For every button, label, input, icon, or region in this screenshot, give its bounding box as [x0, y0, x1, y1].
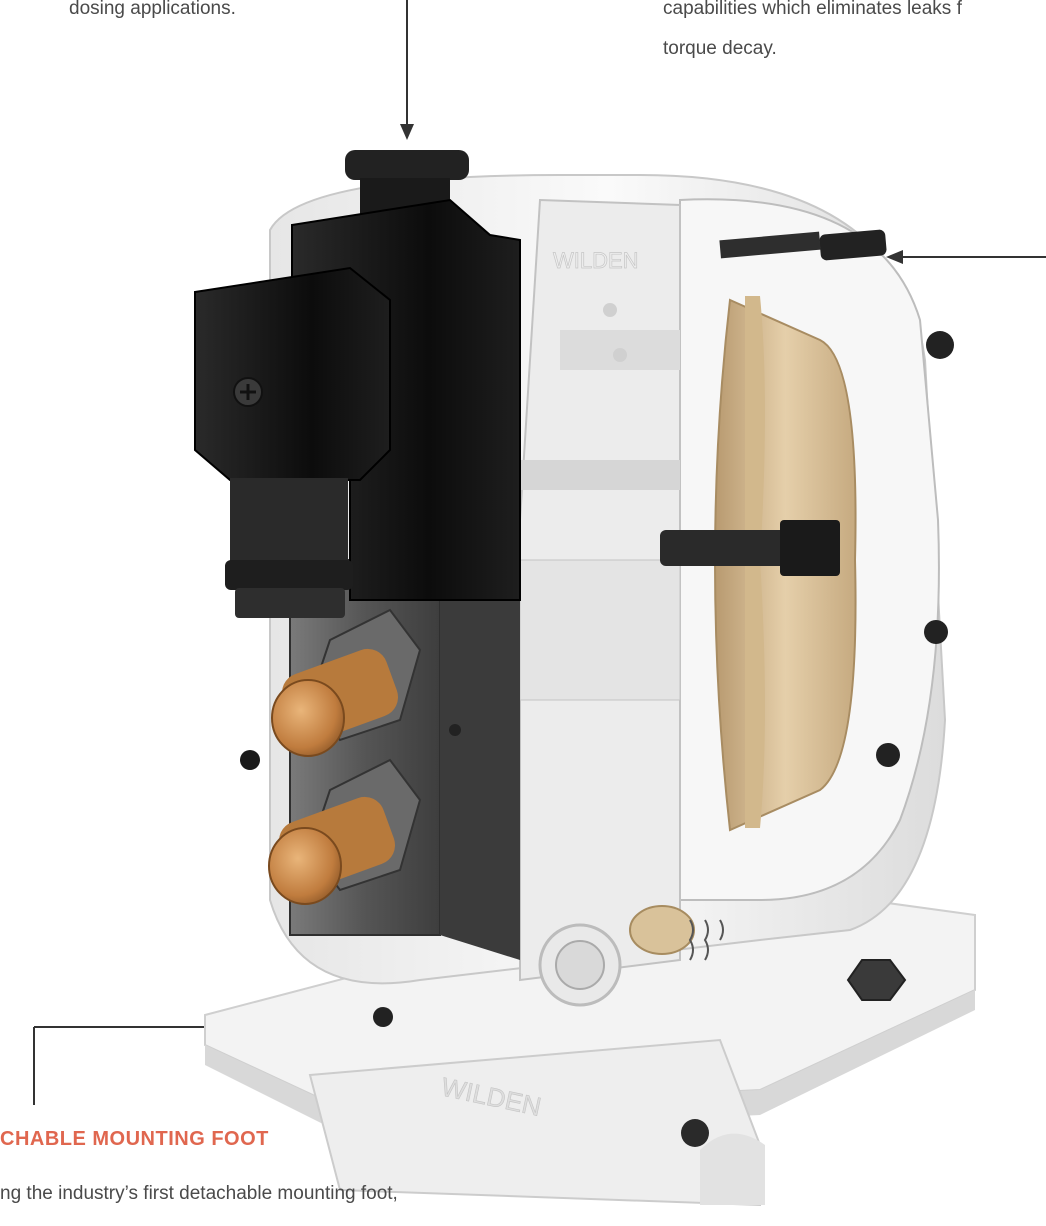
right-callout-arrow — [886, 250, 1046, 264]
check-valve — [629, 905, 724, 961]
housing-embossed-logo: WILDEN — [553, 248, 639, 273]
diaphragm — [660, 296, 857, 832]
top-right-callout-line-1: capabilities which eliminates leaks f — [663, 0, 962, 19]
section-heading-mounting-foot: CHABLE MOUNTING FOOT — [0, 1128, 269, 1150]
mounting-foot-body-text: ng the industry’s first detachable mount… — [0, 1183, 398, 1204]
brass-fittings — [268, 608, 422, 905]
housing-bolts — [240, 229, 954, 1147]
top-callout-arrow — [400, 0, 414, 140]
top-right-callout-line-2: torque decay. — [663, 38, 777, 59]
solenoid-valve — [194, 150, 521, 618]
top-left-callout-text: dosing applications. — [69, 0, 236, 19]
